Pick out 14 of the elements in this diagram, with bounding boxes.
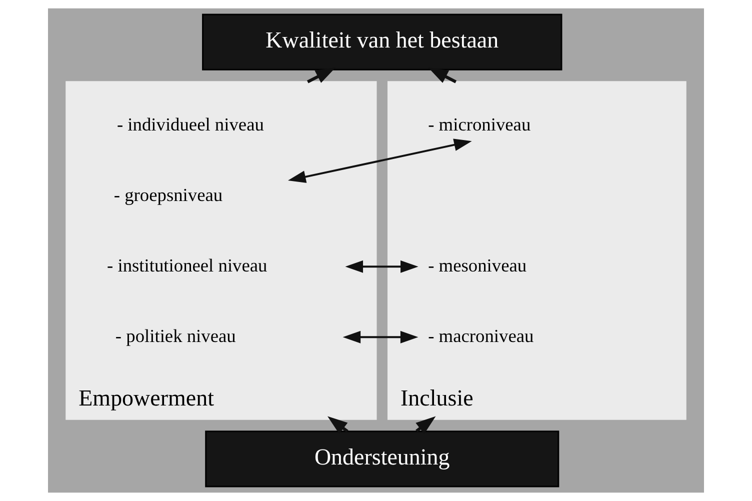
node-box: Ondersteuning (205, 430, 560, 488)
node-text: - institutioneel niveau (107, 255, 268, 276)
arrow (345, 260, 418, 273)
node-text: - individueel niveau (116, 114, 264, 134)
arrow (288, 138, 472, 183)
node-text: - groepsniveau (114, 184, 223, 205)
node-text: - mesoniveau (428, 255, 527, 276)
arrow (428, 68, 457, 84)
node-text: - microniveau (428, 114, 531, 134)
arrow (306, 68, 336, 84)
arrow (342, 330, 418, 344)
node-text: - macroniveau (428, 326, 534, 346)
node-box: Kwaliteit van het bestaan (202, 14, 562, 70)
node-text: - politiek niveau (115, 326, 236, 346)
